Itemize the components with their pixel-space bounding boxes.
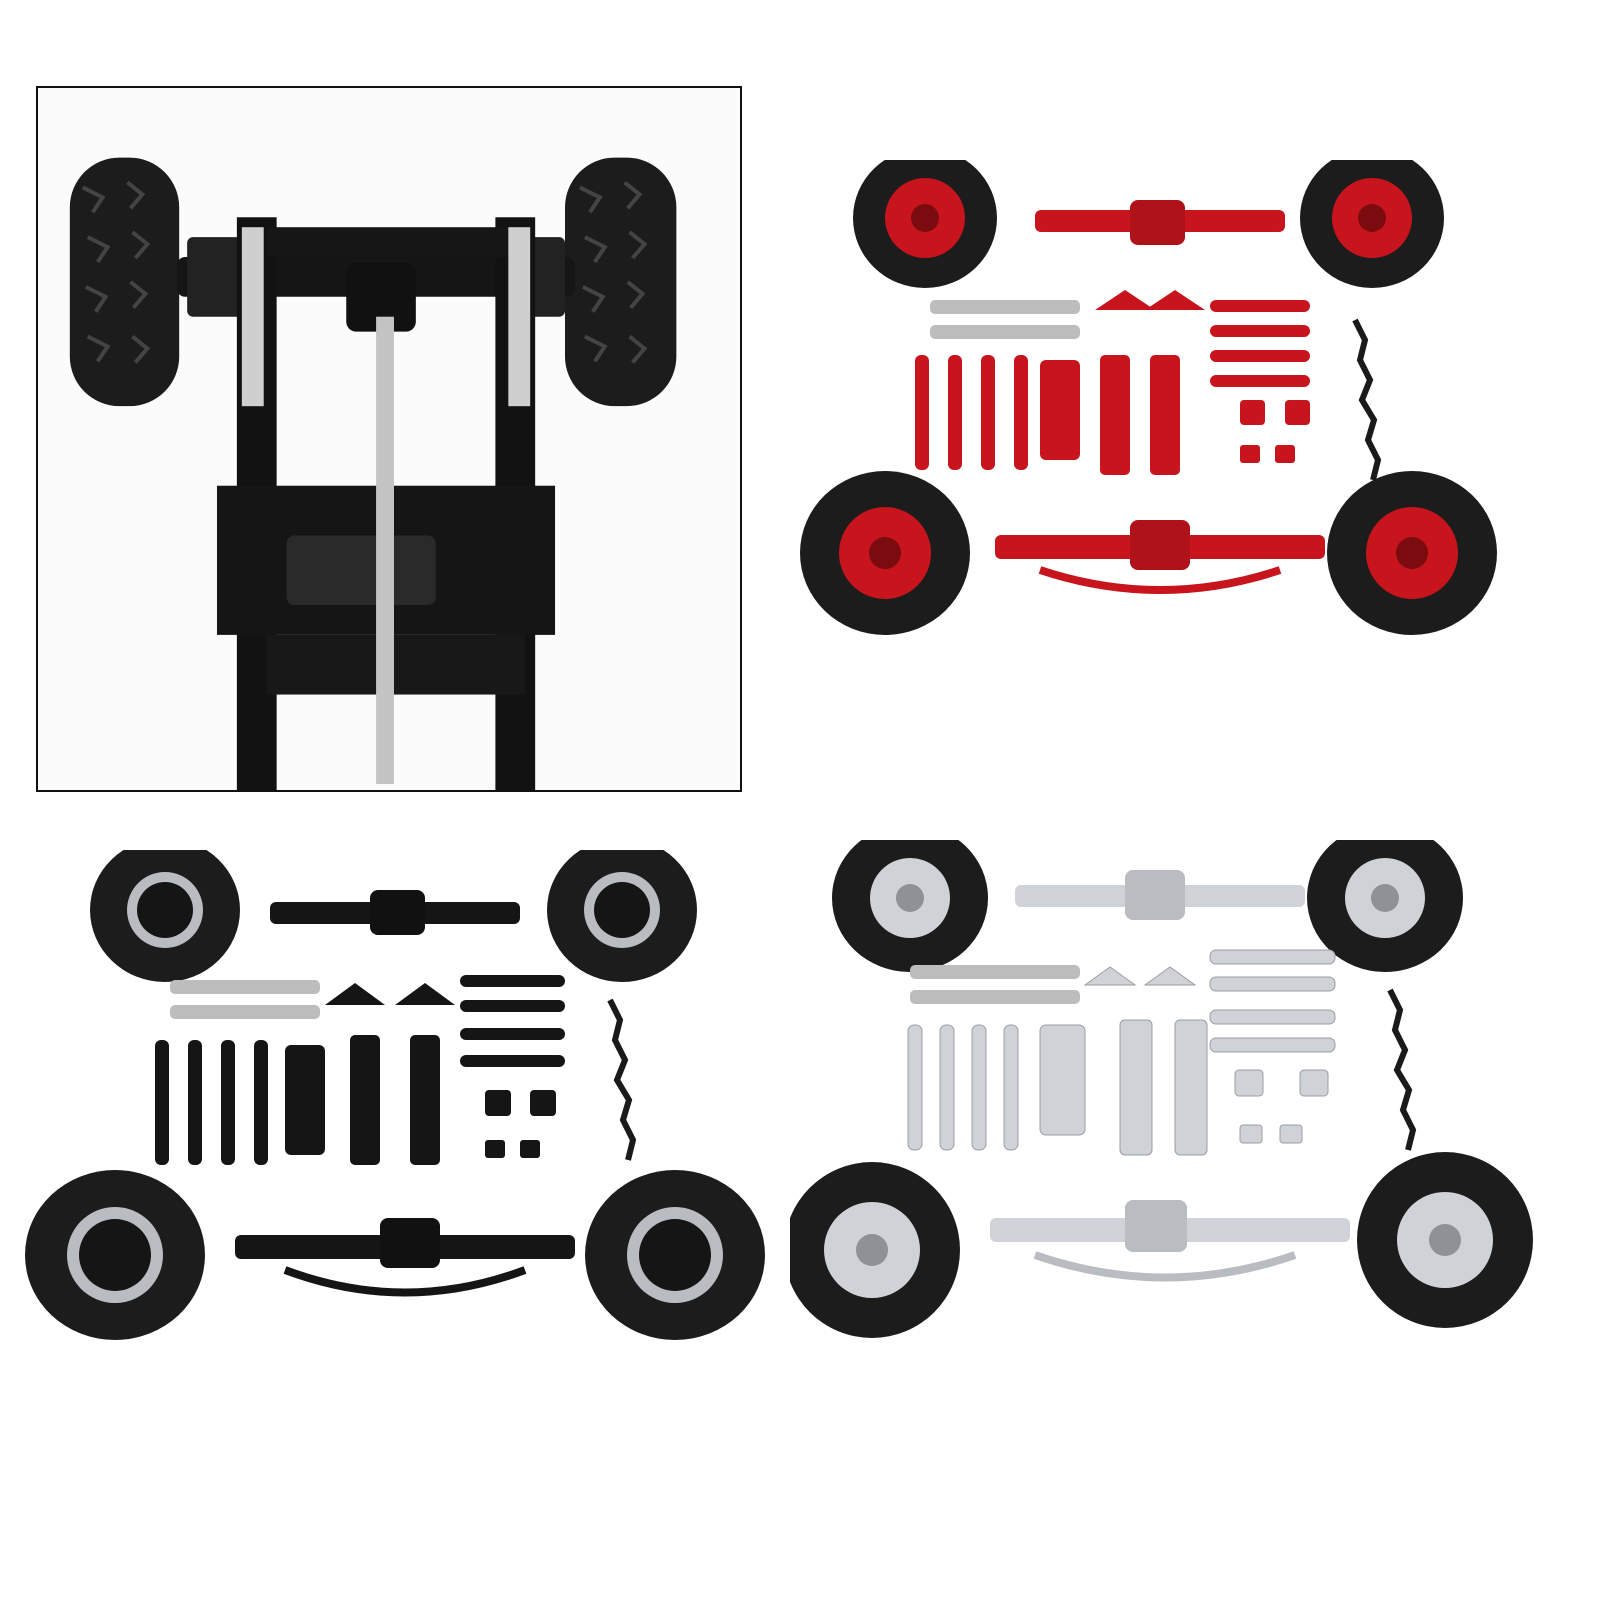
chassis-left-tire <box>69 157 180 407</box>
chassis-right-tire <box>564 157 677 407</box>
silver-tire-bottom-right <box>1357 1152 1533 1328</box>
red-tire-bottom-right <box>1327 471 1497 635</box>
red-kit-illustration <box>800 160 1497 635</box>
silver-kit-screws <box>1387 988 1417 1151</box>
chassis-illustration <box>38 88 740 790</box>
silver-kit-panel <box>790 840 1570 1370</box>
red-tire-bottom-left <box>800 471 970 635</box>
black-kit-panel <box>20 850 780 1370</box>
black-kit-screws <box>607 998 637 1161</box>
red-tire-top-left <box>853 160 997 288</box>
red-kit-panel <box>800 160 1540 680</box>
silver-kit-illustration <box>790 840 1533 1338</box>
chassis-driveshaft <box>376 316 394 785</box>
black-tire-top-right <box>547 850 697 982</box>
black-tire-top-left <box>90 850 240 982</box>
silver-tire-top-right <box>1307 840 1463 972</box>
black-tire-bottom-left <box>25 1170 205 1340</box>
silver-tire-bottom-left <box>790 1162 960 1338</box>
black-kit-illustration <box>25 850 765 1340</box>
red-kit-screws <box>1352 318 1382 481</box>
red-tire-top-right <box>1300 160 1444 288</box>
black-tire-bottom-right <box>585 1170 765 1340</box>
silver-tire-top-left <box>832 840 988 972</box>
chassis-photo-panel <box>36 86 742 792</box>
